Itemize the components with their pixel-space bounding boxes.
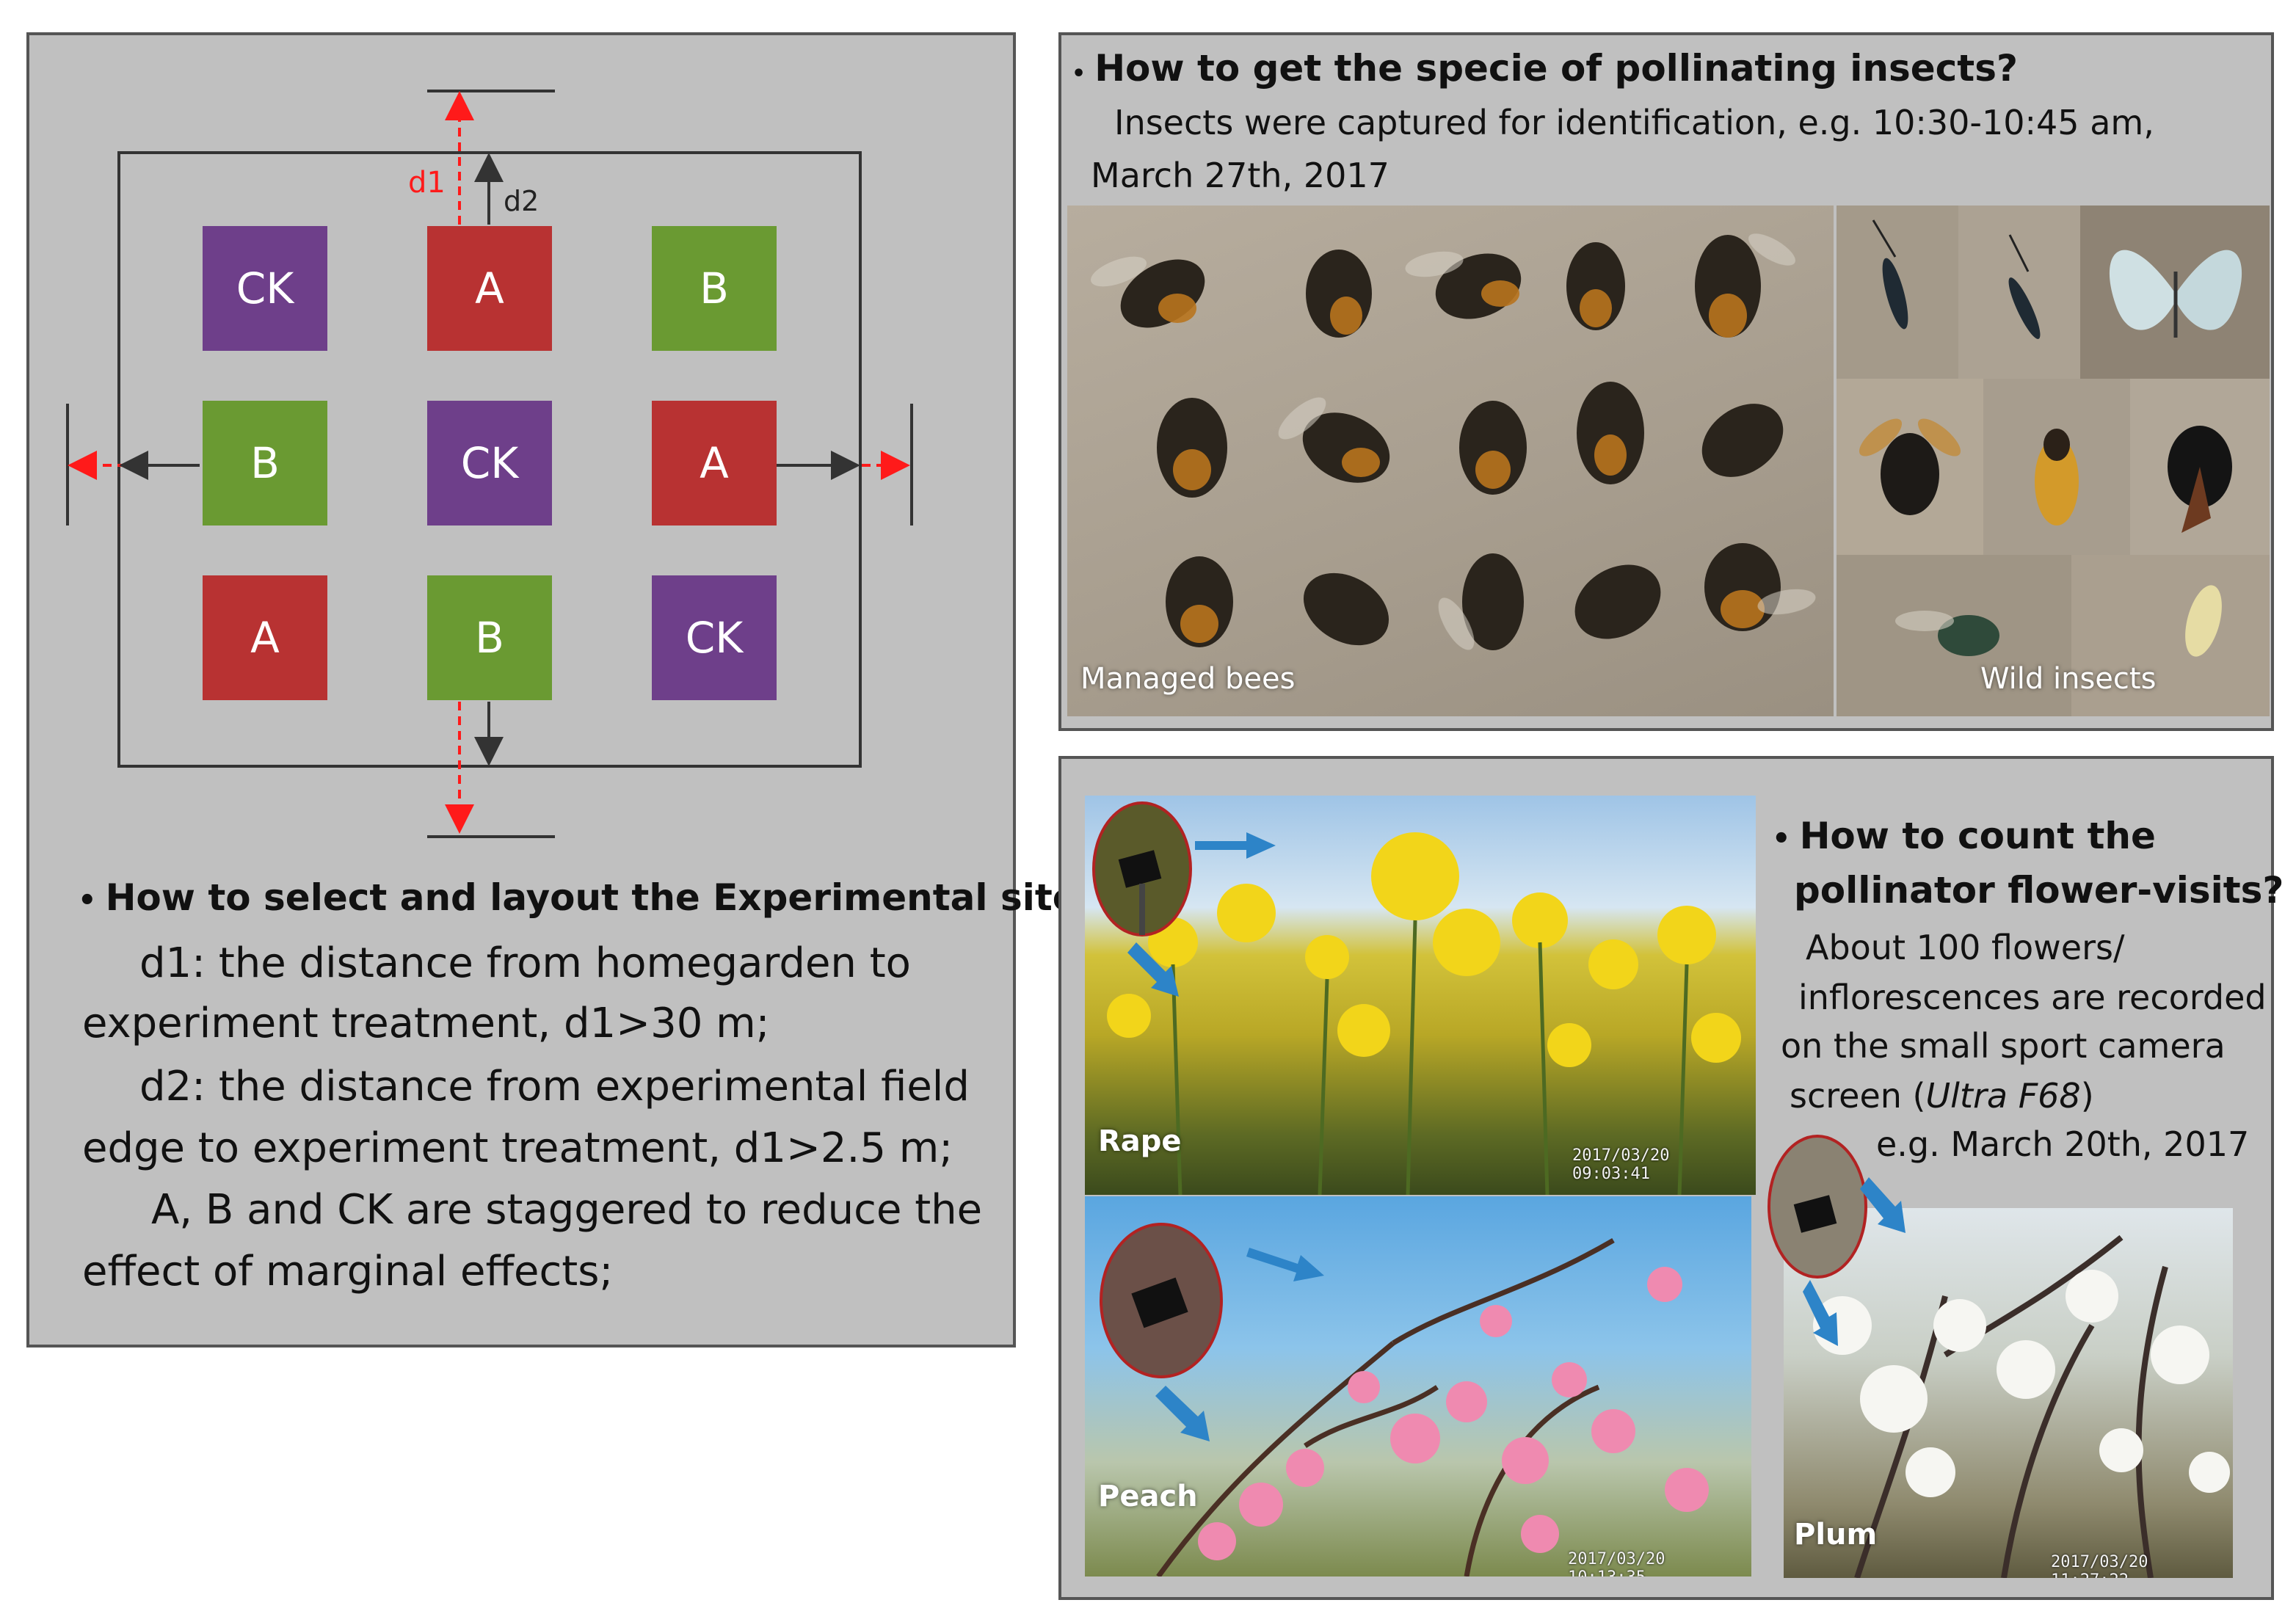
- plum-camera-inset: [1768, 1135, 1906, 1346]
- wild-insect-cell: [2071, 555, 2270, 716]
- wasp-icon: [1872, 219, 1908, 330]
- wild-insect-cell: [1837, 555, 2071, 716]
- butterfly-icon: [2109, 250, 2242, 338]
- layout-line-5: A, B and CK are staggered to reduce the: [151, 1186, 983, 1234]
- arrow-right-icon: [1195, 832, 1276, 859]
- arrow-down-icon: [1127, 942, 1179, 997]
- bullet-icon: •: [1072, 61, 1086, 87]
- species-panel: •How to get the specie of pollinating in…: [1058, 32, 2274, 731]
- wild-insect-cell: [1837, 379, 1983, 555]
- layout-line-4: edge to experiment treatment, d1>2.5 m;: [82, 1124, 953, 1172]
- plot-ck-r3c3: CK: [652, 575, 777, 700]
- visits-panel: Rape 2017/03/20 09:03:41: [1058, 756, 2284, 1600]
- visits-line-3: on the small sport camera: [1781, 1026, 2226, 1066]
- layout-line-3: d2: the distance from experimental field: [139, 1063, 970, 1110]
- wild-insects-photo: Wild insects: [1837, 206, 2270, 716]
- plum-timestamp: 2017/03/20 11:27:22: [2051, 1553, 2148, 1578]
- d2-label: d2: [504, 185, 540, 217]
- rape-photo: Rape 2017/03/20 09:03:41: [1085, 796, 1756, 1195]
- arrow-right-icon: [1246, 1248, 1324, 1281]
- peach-timestamp: 2017/03/20 10:13:35: [1568, 1550, 1665, 1576]
- plot-a-r3c1: A: [203, 575, 327, 700]
- species-line-2: March 27th, 2017: [1091, 156, 1389, 195]
- plot-a-r2c3: A: [652, 401, 777, 525]
- visits-heading-1: •How to count the: [1772, 815, 2156, 857]
- wild-insect-cell: [1958, 206, 2080, 379]
- plot-a-r1c2: A: [427, 226, 552, 351]
- arrow-down-icon: [1803, 1280, 1838, 1346]
- plot-b-r3c2: B: [427, 575, 552, 700]
- wild-insect-cell: [1837, 206, 1958, 379]
- bee-specimens-illustration: [1091, 233, 1816, 650]
- plot-ck-r1c1: CK: [203, 226, 327, 351]
- visits-line-2: inflorescences are recorded: [1798, 978, 2267, 1017]
- layout-diagram: [66, 90, 913, 838]
- bullet-icon: •: [78, 884, 97, 917]
- plot-b-r2c1: B: [203, 401, 327, 525]
- rape-flowers-illustration: [1092, 801, 1741, 1195]
- layout-panel: d1 d2 CK A B B CK A A B CK •How to selec…: [26, 32, 1099, 1348]
- plum-label: Plum: [1794, 1518, 1878, 1552]
- bullet-icon: •: [1772, 822, 1791, 856]
- rape-timestamp: 2017/03/20 09:03:41: [1572, 1146, 1670, 1183]
- beetle-icon: [2168, 426, 2232, 533]
- fly-icon: [1859, 418, 1961, 515]
- species-heading: •How to get the specie of pollinating in…: [1072, 47, 2018, 90]
- visits-line-4: screen (Ultra F68): [1790, 1076, 2094, 1116]
- species-line-1: Insects were captured for identification…: [1114, 103, 2154, 142]
- visits-heading-2: pollinator flower-visits?: [1794, 869, 2284, 912]
- wild-insect-cell: [2130, 379, 2270, 555]
- moth-icon: [2185, 585, 2222, 657]
- layout-line-2: experiment treatment, d1>30 m;: [82, 1000, 770, 1047]
- d1-label: d1: [408, 166, 446, 200]
- visits-line-5: e.g. March 20th, 2017: [1876, 1124, 2250, 1164]
- managed-bees-label: Managed bees: [1080, 662, 1296, 696]
- arrow-down-icon: [1155, 1386, 1210, 1441]
- layout-heading: •How to select and layout the Experiment…: [78, 876, 1099, 919]
- managed-bees-photo: Managed bees: [1067, 206, 1834, 716]
- peach-label: Peach: [1098, 1480, 1198, 1513]
- green-fly-icon: [1895, 611, 1999, 656]
- arrow-right-icon: [1860, 1177, 1906, 1233]
- layout-line-1: d1: the distance from homegarden to: [139, 939, 911, 987]
- plot-b-r1c3: B: [652, 226, 777, 351]
- plum-photo: Plum 2017/03/20 11:27:22: [1784, 1208, 2233, 1578]
- layout-line-6: effect of marginal effects;: [82, 1248, 614, 1295]
- plum-flowers-illustration: [1813, 1234, 2230, 1578]
- hornet-icon: [2035, 429, 2079, 525]
- wasp-icon: [2008, 234, 2041, 339]
- peach-photo: Peach 2017/03/20 10:13:35: [1085, 1196, 1751, 1576]
- rape-label: Rape: [1098, 1124, 1182, 1158]
- wild-insects-label: Wild insects: [1980, 662, 2157, 696]
- peach-flowers-illustration: [1100, 1223, 1709, 1576]
- visits-line-1: About 100 flowers/: [1806, 928, 2125, 967]
- wild-insect-cell: [1983, 379, 2130, 555]
- wild-insect-cell: [2080, 206, 2270, 379]
- plot-ck-r2c2: CK: [427, 401, 552, 525]
